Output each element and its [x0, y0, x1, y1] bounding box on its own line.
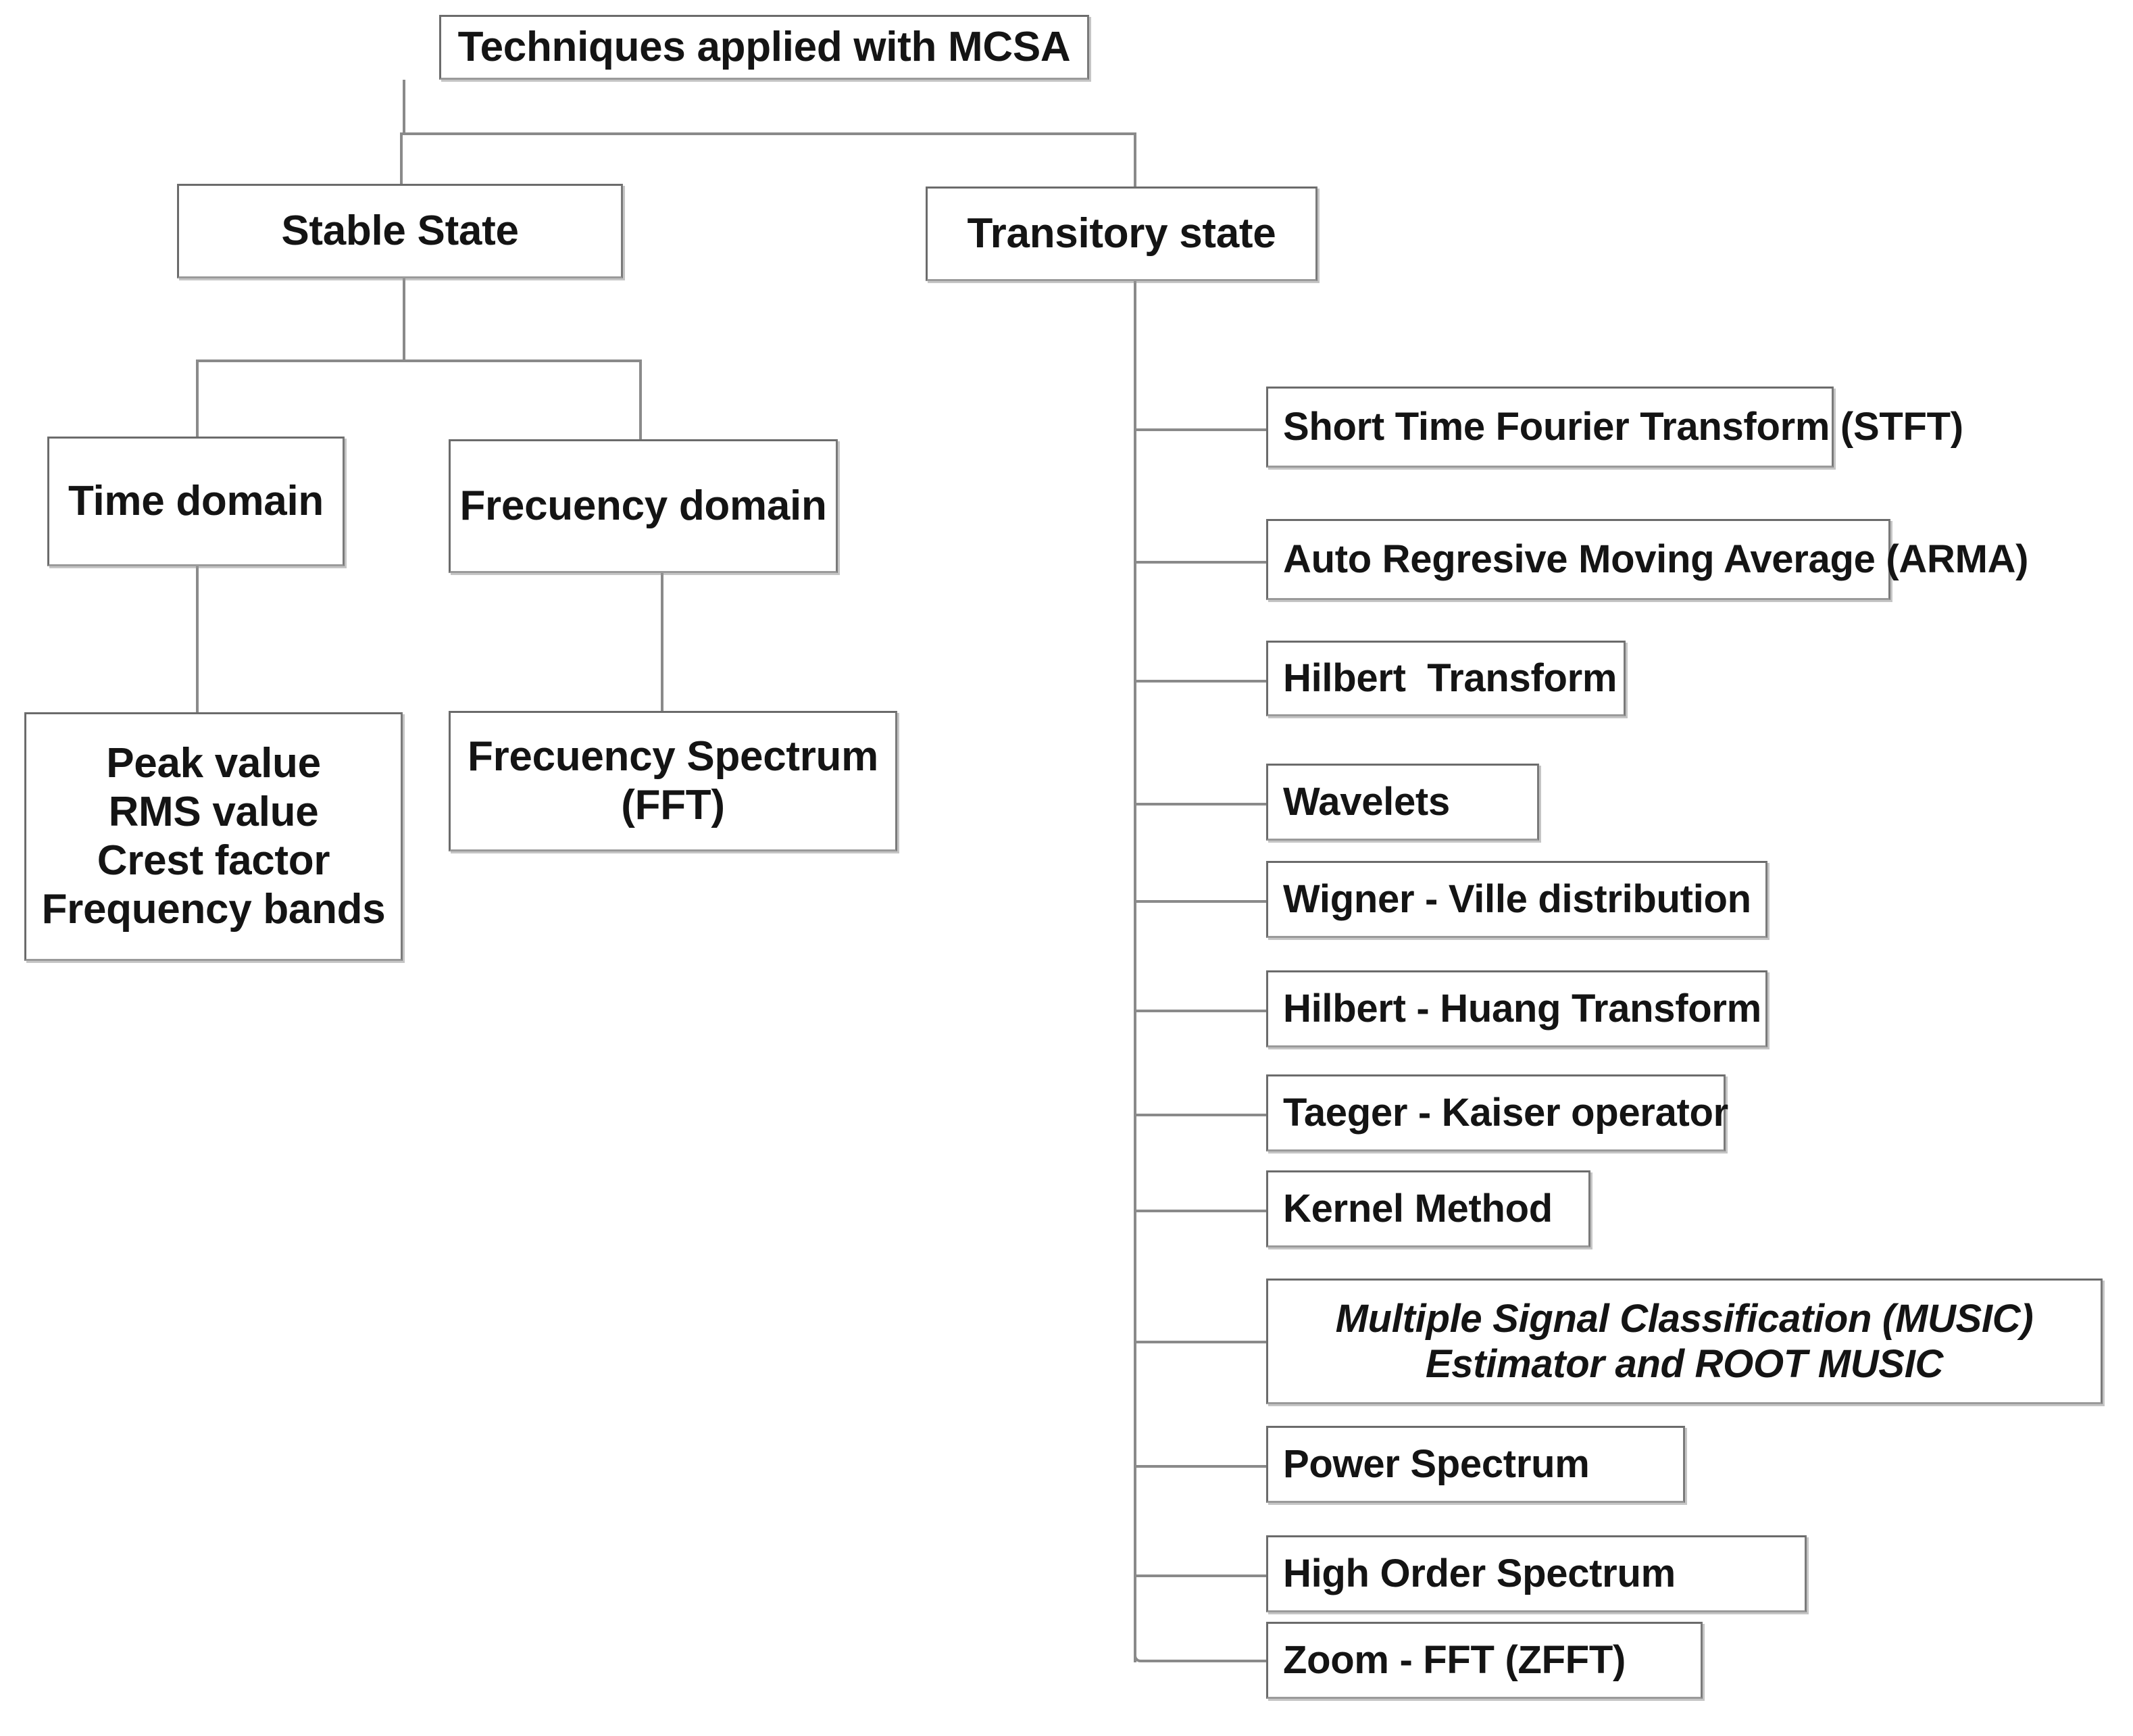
- connector-root-stem: [403, 80, 405, 135]
- connector-spine-bottom-elbow: [1134, 1635, 1150, 1662]
- connector-stub-5: [1134, 900, 1266, 903]
- connector-stub-3: [1134, 680, 1266, 683]
- node-stable-state[interactable]: Stable State: [177, 184, 623, 278]
- node-transitory-item-4[interactable]: Wavelets: [1266, 764, 1539, 841]
- connector-stub-9: [1134, 1341, 1266, 1343]
- connector-root-bar: [400, 132, 1136, 135]
- node-time-domain-metrics[interactable]: Peak value RMS value Crest factor Freque…: [24, 712, 403, 961]
- node-transitory-item-10[interactable]: Power Spectrum: [1266, 1426, 1685, 1503]
- connector-to-time-domain: [196, 359, 199, 439]
- connector-stub-1: [1134, 428, 1266, 431]
- node-transitory-item-8[interactable]: Kernel Method: [1266, 1170, 1590, 1247]
- connector-stub-12: [1149, 1660, 1266, 1662]
- node-time-domain[interactable]: Time domain: [47, 437, 345, 566]
- node-transitory-item-6[interactable]: Hilbert - Huang Transform: [1266, 970, 1767, 1047]
- connector-stable-fork-bar: [196, 359, 642, 362]
- connector-to-frequency-domain: [639, 359, 642, 439]
- connector-transitory-spine: [1134, 280, 1136, 1662]
- node-transitory-item-3[interactable]: Hilbert Transform: [1266, 641, 1626, 716]
- connector-to-stable: [400, 132, 403, 187]
- node-transitory-item-9[interactable]: Multiple Signal Classification (MUSIC) E…: [1266, 1279, 2103, 1404]
- connector-stub-4: [1134, 803, 1266, 805]
- node-transitory-state[interactable]: Transitory state: [926, 187, 1318, 281]
- node-root[interactable]: Techniques applied with MCSA: [439, 15, 1089, 80]
- node-transitory-item-12[interactable]: Zoom - FFT (ZFFT): [1266, 1622, 1703, 1699]
- connector-stub-2: [1134, 561, 1266, 564]
- connector-stub-6: [1134, 1010, 1266, 1012]
- node-transitory-item-2[interactable]: Auto Regresive Moving Average (ARMA): [1266, 519, 2028, 600]
- node-transitory-item-7[interactable]: Taeger - Kaiser operator: [1266, 1074, 1728, 1151]
- connector-stub-7: [1134, 1114, 1266, 1116]
- connector-to-transitory: [1134, 132, 1136, 188]
- connector-stable-stem: [403, 276, 405, 362]
- node-frequency-domain[interactable]: Frecuency domain: [449, 439, 838, 573]
- node-frequency-spectrum[interactable]: Frecuency Spectrum (FFT): [449, 711, 897, 851]
- connector-stub-10: [1134, 1465, 1266, 1468]
- node-transitory-item-11[interactable]: High Order Spectrum: [1266, 1535, 1807, 1612]
- connector-stub-11: [1134, 1574, 1266, 1577]
- connector-stub-8: [1134, 1210, 1266, 1212]
- node-transitory-item-5[interactable]: Wigner - Ville distribution: [1266, 861, 1767, 938]
- connector-time-domain-leaf: [196, 566, 199, 715]
- node-transitory-item-1[interactable]: Short Time Fourier Transform (STFT): [1266, 387, 1963, 468]
- connector-frequency-domain-leaf: [661, 573, 663, 714]
